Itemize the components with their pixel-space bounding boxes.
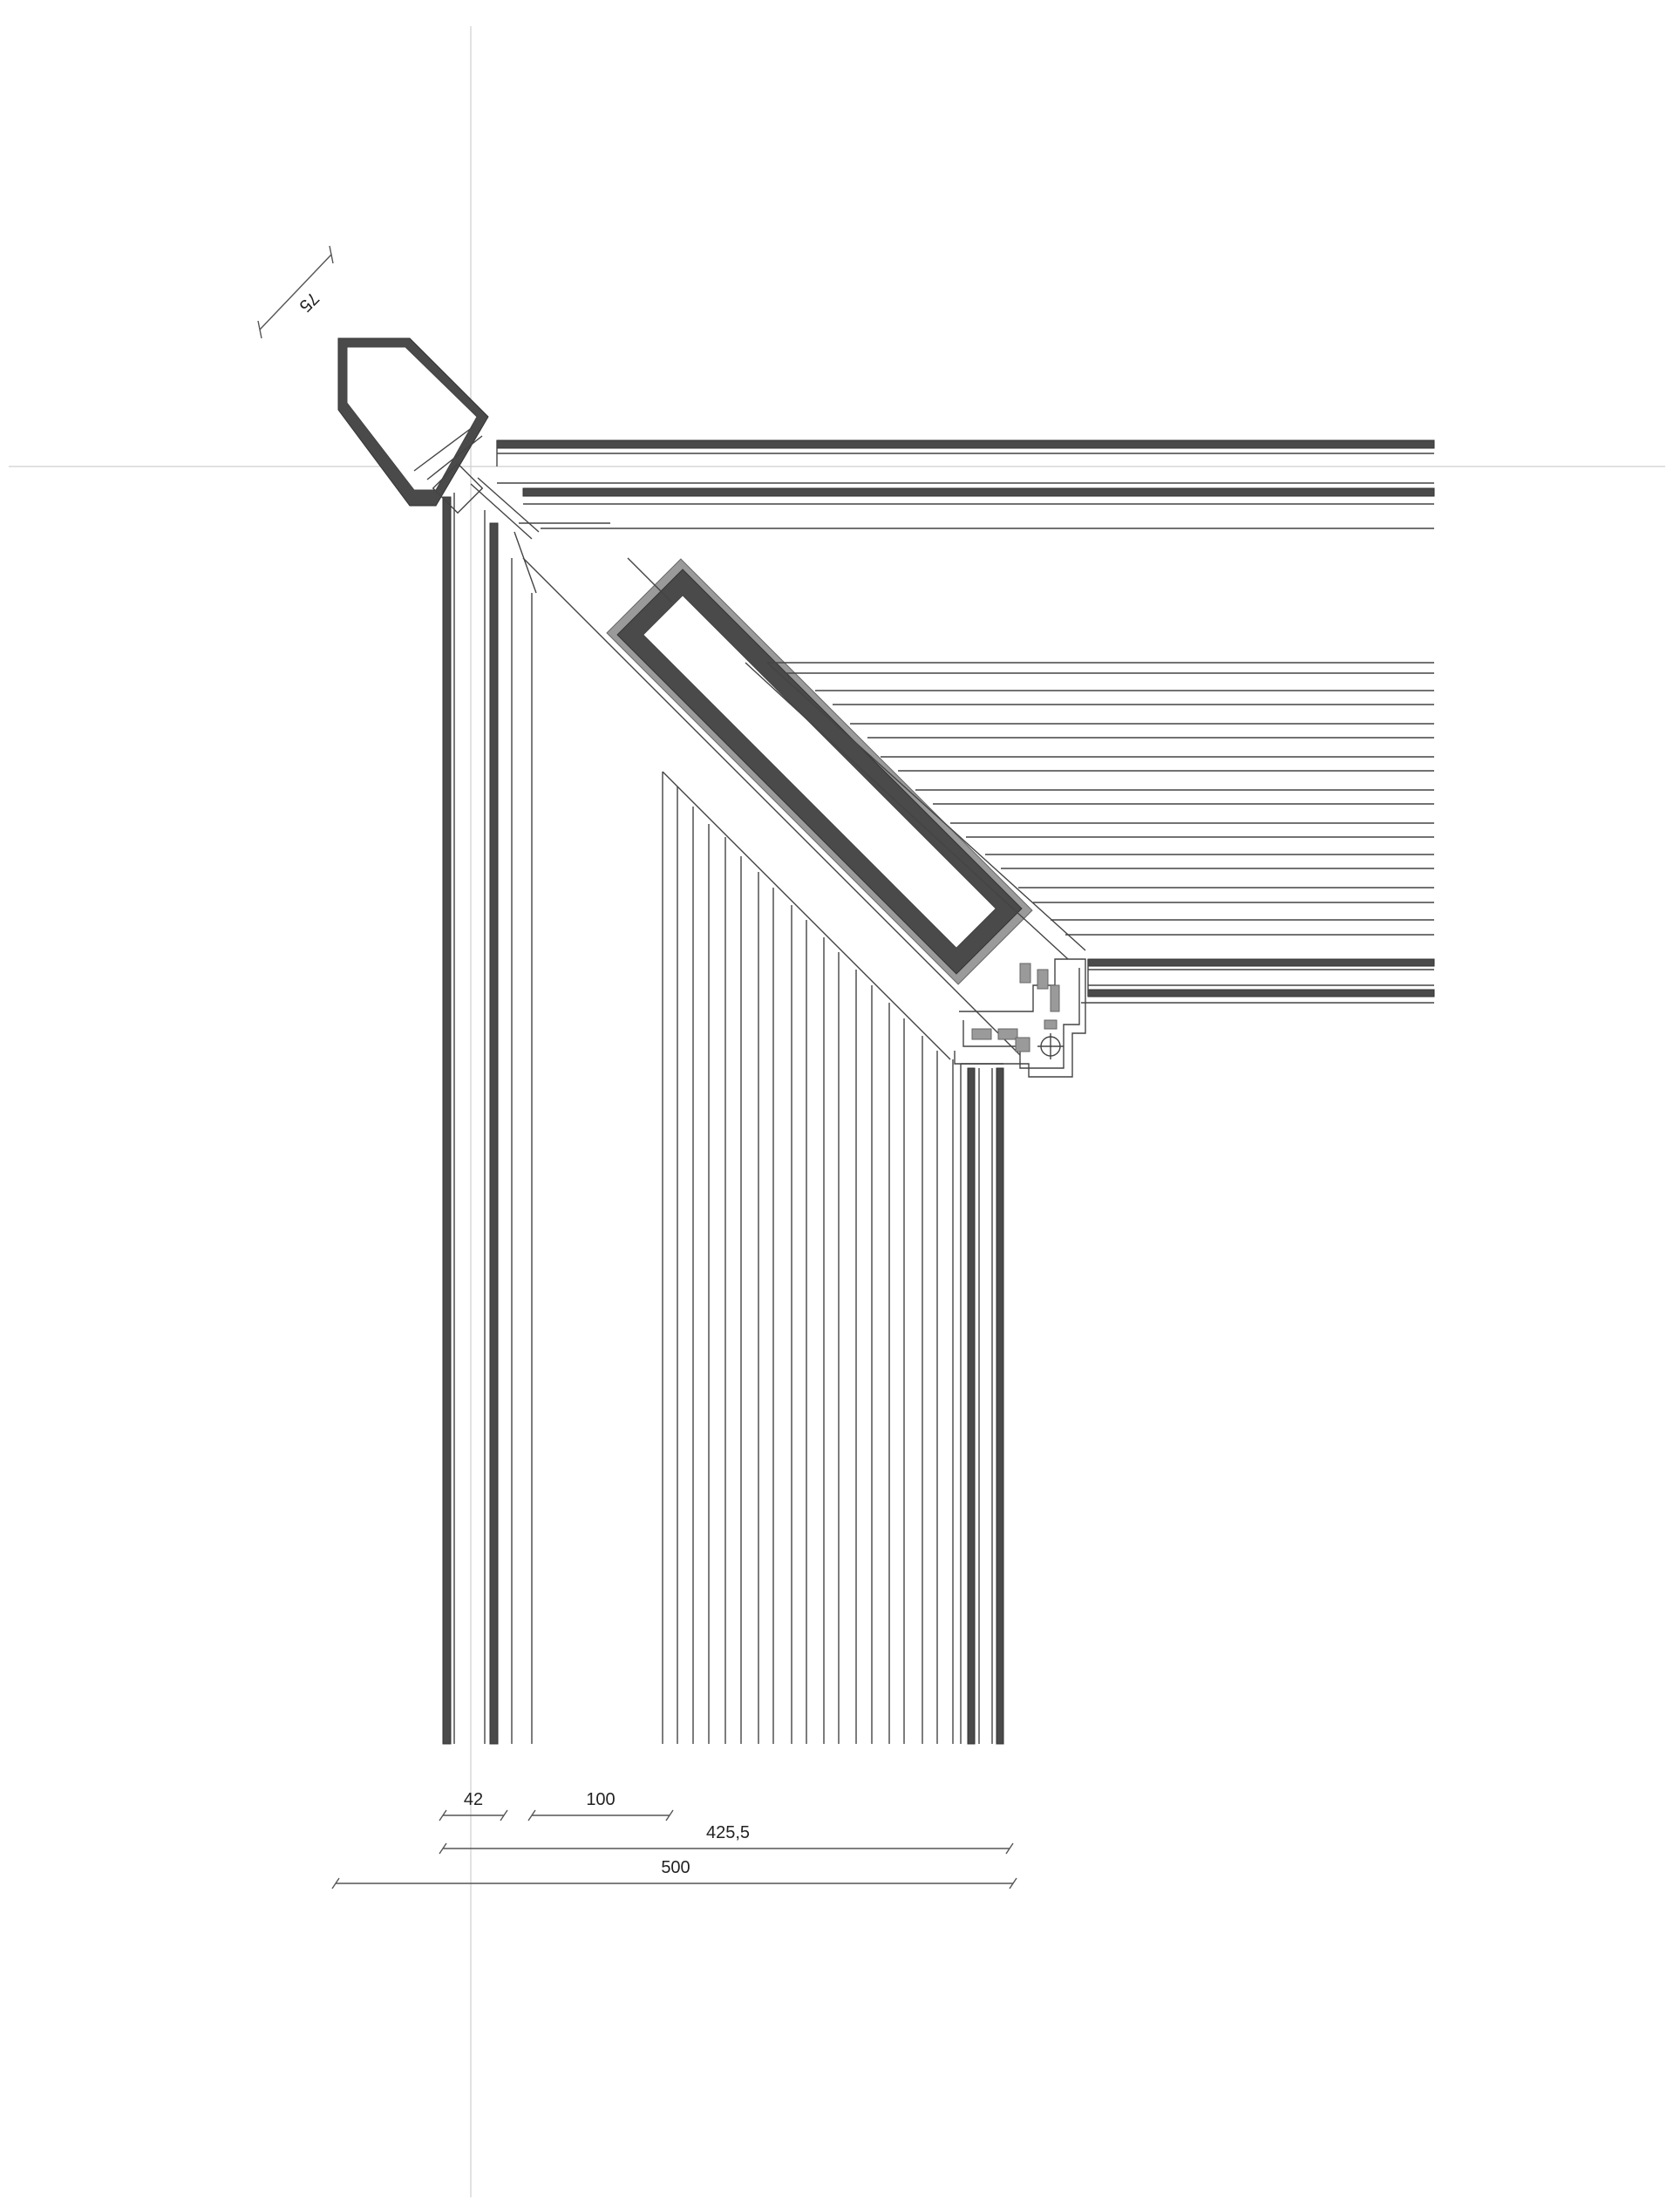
horizontal-fins — [767, 662, 1434, 936]
dimension-42-label: 42 — [464, 1790, 483, 1809]
corner-post-profile — [337, 337, 540, 540]
diagonal-mullion-edges — [514, 522, 1086, 1060]
dimension-75: 75 — [257, 245, 334, 339]
dimension-chain: 42 100 425,5 500 — [331, 1790, 1017, 1889]
right-glazing-panel — [1081, 958, 1435, 1004]
left-glazing-panel — [442, 493, 533, 1745]
connector-node — [954, 958, 1086, 1078]
top-glazing-panel — [496, 439, 1435, 529]
axis-lines — [9, 26, 1665, 2197]
dimension-500-label: 500 — [661, 1858, 690, 1877]
lower-glazing-panel — [960, 1063, 1004, 1745]
dimension-100-label: 100 — [586, 1790, 615, 1809]
dimension-425-label: 425,5 — [706, 1823, 750, 1842]
diagonal-mullion — [606, 558, 1033, 985]
vertical-fins — [662, 772, 954, 1744]
dimension-75-label: 75 — [296, 289, 323, 316]
